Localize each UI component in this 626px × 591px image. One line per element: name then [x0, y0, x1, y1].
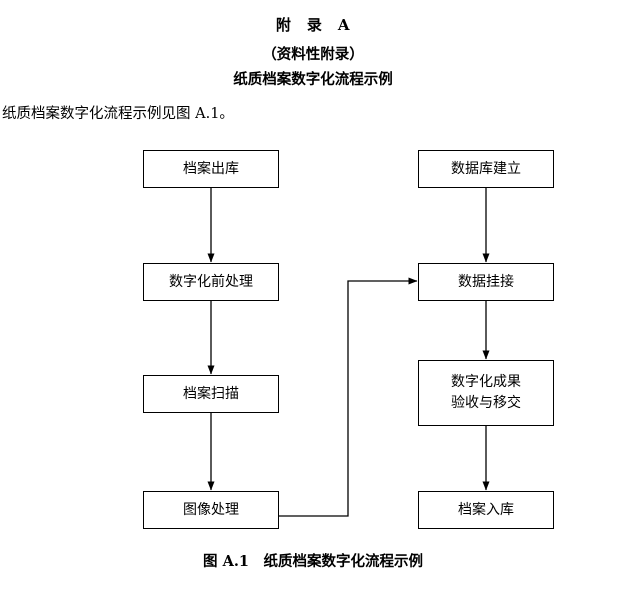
appendix-title: 附 录 A: [275, 16, 351, 34]
flow-node-archive-return[interactable]: 档案入库: [418, 491, 554, 529]
flow-node-label: 数字化前处理: [169, 273, 253, 290]
flow-node-archive-retrieval[interactable]: 档案出库: [143, 150, 279, 188]
flow-node-acceptance-and-handover[interactable]: 数字化成果 验收与移交: [418, 360, 554, 426]
flowchart-connectors: [207, 188, 490, 517]
edge-tuxiang-to-guajie: [279, 277, 418, 517]
flow-node-label: 档案扫描: [183, 385, 239, 402]
intro-paragraph: 纸质档案数字化流程示例见图 A.1。: [2, 106, 234, 122]
appendix-section-name: 纸质档案数字化流程示例: [233, 71, 393, 88]
flow-node-data-linking[interactable]: 数据挂接: [418, 263, 554, 301]
flow-node-database-creation[interactable]: 数据库建立: [418, 150, 554, 188]
flow-node-archive-scanning[interactable]: 档案扫描: [143, 375, 279, 413]
flow-node-label: 图像处理: [183, 501, 239, 518]
appendix-subtitle: （资料性附录）: [262, 46, 364, 63]
flow-node-pre-digitization[interactable]: 数字化前处理: [143, 263, 279, 301]
flowchart-diagram: 档案出库 数字化前处理 档案扫描 图像处理 数据库建立 数据挂接 数字化成果 验…: [143, 150, 554, 529]
flow-node-label: 数据库建立: [451, 160, 521, 177]
flow-node-label: 数据挂接: [458, 273, 514, 290]
flow-node-label: 档案出库: [183, 160, 239, 177]
flow-node-label: 数字化成果 验收与移交: [451, 374, 521, 411]
flow-node-image-processing[interactable]: 图像处理: [143, 491, 279, 529]
figure-caption: 图 A.1 纸质档案数字化流程示例: [203, 553, 423, 570]
flow-node-label: 档案入库: [458, 501, 514, 518]
